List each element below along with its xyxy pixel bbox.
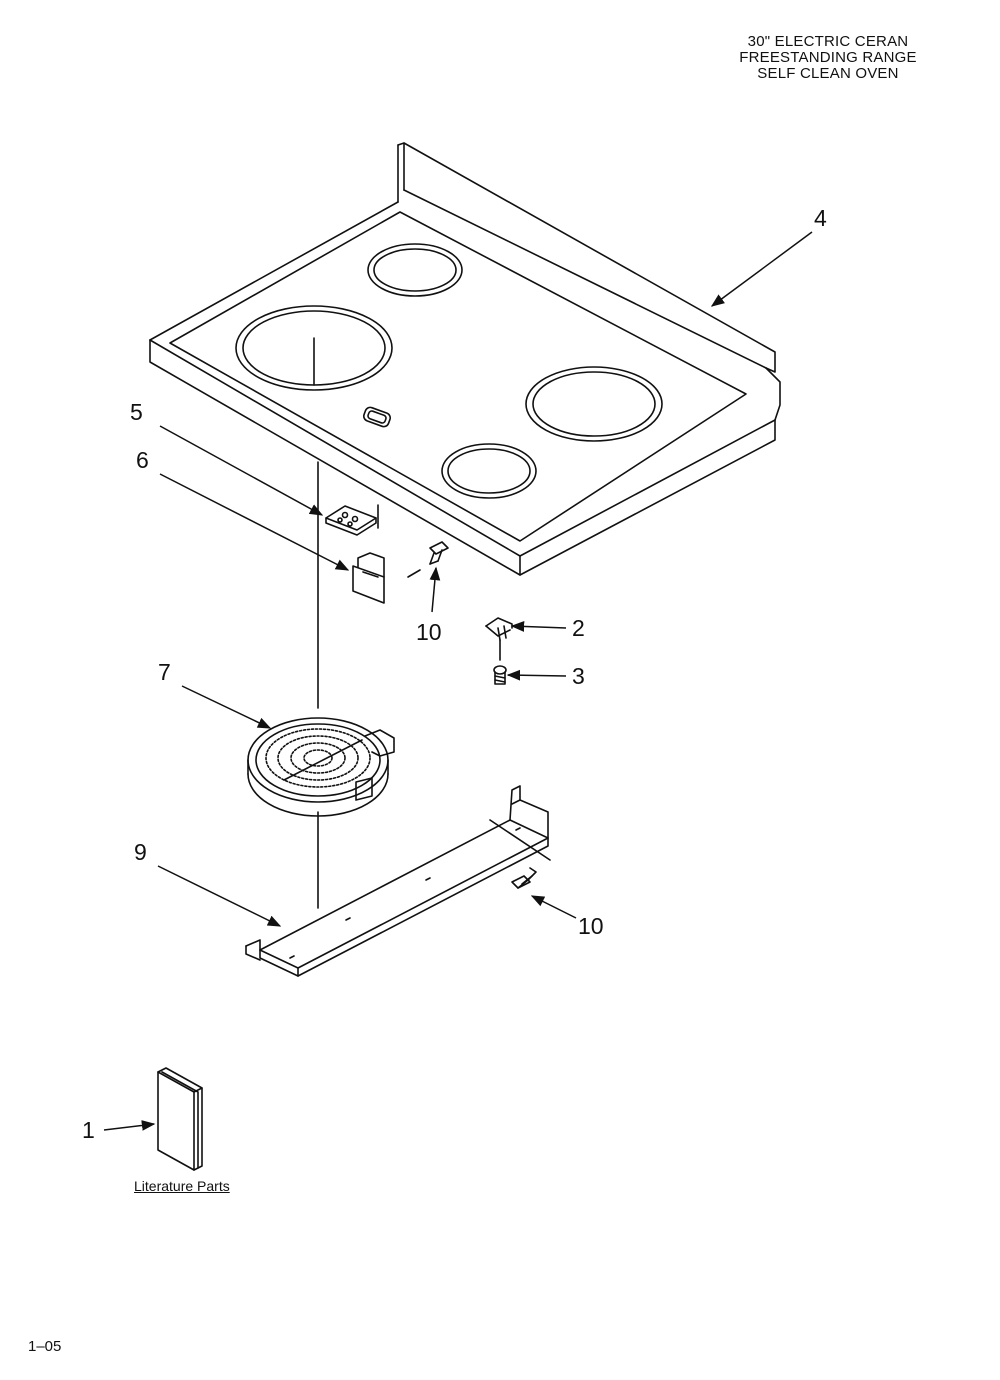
bracket-part bbox=[352, 552, 385, 604]
leader-4 bbox=[710, 231, 813, 307]
callout-6: 6 bbox=[136, 447, 149, 473]
callout-9: 9 bbox=[134, 839, 147, 865]
callout-10-upper: 10 bbox=[416, 619, 442, 645]
literature-parts-label: Literature Parts bbox=[134, 1178, 230, 1194]
callout-1: 1 bbox=[82, 1117, 95, 1143]
leader-1 bbox=[103, 1120, 156, 1131]
leader-7 bbox=[181, 685, 272, 729]
callout-5: 5 bbox=[130, 399, 143, 425]
callout-4: 4 bbox=[814, 205, 827, 231]
title-line-2: FREESTANDING RANGE bbox=[739, 49, 917, 66]
assembly-line-brace-screw bbox=[489, 819, 551, 861]
clip-part bbox=[485, 617, 513, 641]
assembly-line-screw bbox=[407, 569, 421, 578]
page-number: 1–05 bbox=[28, 1338, 62, 1355]
cooktop-part bbox=[149, 142, 781, 576]
leader-9 bbox=[157, 865, 282, 927]
leader-3 bbox=[506, 669, 567, 681]
screw-3 bbox=[493, 665, 507, 685]
callout-3: 3 bbox=[572, 663, 585, 689]
diagram-title: 30" ELECTRIC CERAN FREESTANDING RANGE SE… bbox=[698, 34, 958, 82]
title-line-3: SELF CLEAN OVEN bbox=[757, 65, 899, 82]
title-line-1: 30" ELECTRIC CERAN bbox=[747, 33, 909, 50]
leader-2 bbox=[510, 621, 567, 632]
leader-5 bbox=[159, 425, 324, 516]
callout-10-lower: 10 bbox=[578, 913, 604, 939]
switch-part bbox=[325, 505, 377, 536]
leader-10-upper bbox=[429, 566, 441, 613]
literature-booklet bbox=[157, 1067, 203, 1171]
leader-10-lower bbox=[530, 895, 577, 919]
heating-element-part bbox=[247, 717, 395, 817]
leader-6 bbox=[159, 473, 350, 571]
screw-upper bbox=[429, 541, 449, 565]
screw-lower bbox=[511, 867, 537, 889]
callout-2: 2 bbox=[572, 615, 585, 641]
brace-part bbox=[245, 785, 549, 977]
callout-7: 7 bbox=[158, 659, 171, 685]
